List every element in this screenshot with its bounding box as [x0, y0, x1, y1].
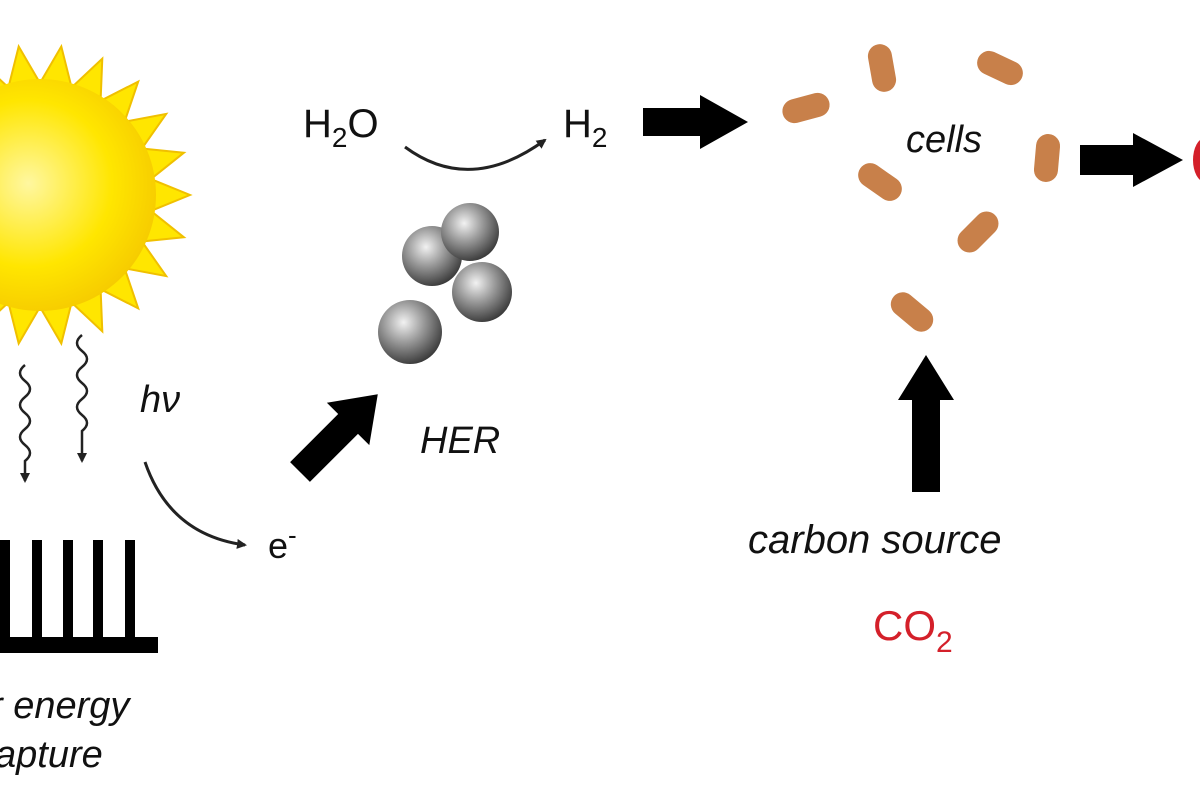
bacterial-cell-icon [858, 163, 902, 201]
bacterial-cell-icon [782, 92, 830, 124]
bacterial-cell-icon [1033, 134, 1061, 182]
arrow-icon [643, 95, 748, 149]
arrow-icon [1080, 133, 1183, 187]
solar-electrode-icon [0, 540, 158, 653]
light-wave-icon [18, 364, 32, 483]
energy-label-line1: r energy [0, 685, 131, 727]
arrow-icon [404, 138, 547, 171]
product-partial-icon [1193, 140, 1200, 180]
h2o-label: H2O [303, 102, 379, 153]
catalyst-particles-icon [378, 203, 512, 364]
sun-icon [0, 43, 193, 347]
bacterial-cell-icon [890, 292, 934, 332]
arrow-icon [290, 394, 378, 482]
arrow-icon [143, 461, 247, 549]
co2-label: CO2 [873, 602, 953, 659]
carbon-source-label: carbon source [748, 518, 1001, 562]
cells-label: cells [906, 119, 982, 161]
electron-label: e- [268, 520, 297, 566]
sun-disc [0, 79, 156, 311]
bacterial-cell-icon [957, 211, 999, 253]
bacterial-cell-icon [867, 44, 897, 92]
light-wave-icon [75, 334, 89, 463]
arrow-icon [898, 355, 954, 492]
h2-label: H2 [563, 102, 607, 153]
bacterial-cell-icon [977, 50, 1023, 86]
energy-label-line2: apture [0, 734, 103, 776]
bacterial-cells [782, 44, 1061, 332]
hv-label: hν [140, 379, 180, 421]
her-label: HER [420, 420, 500, 462]
